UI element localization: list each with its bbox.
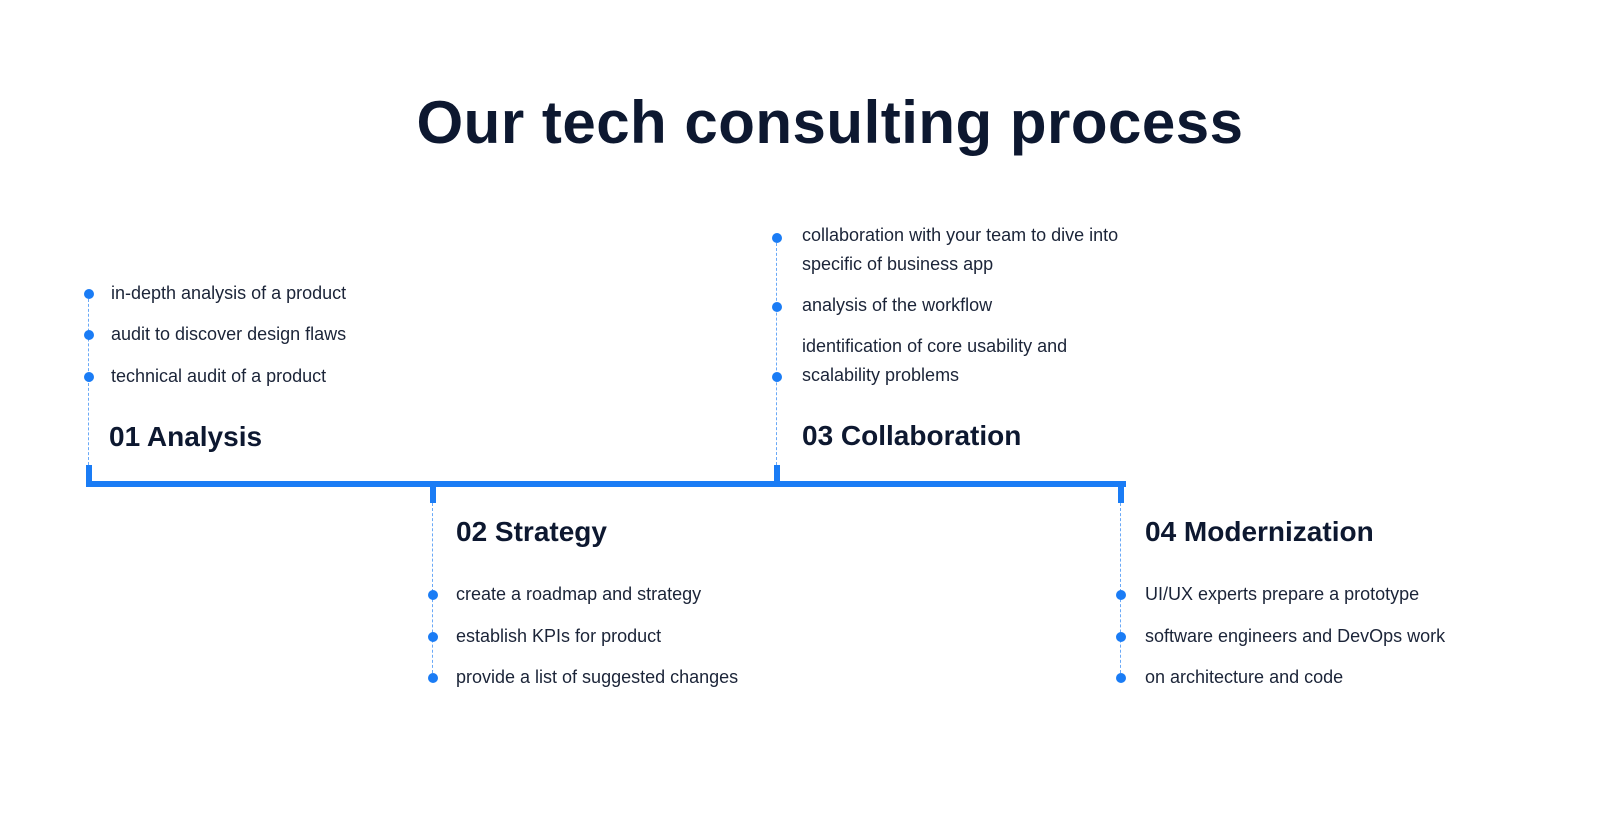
page-title: Our tech consulting process xyxy=(416,89,1244,156)
stage-connector xyxy=(776,238,777,465)
bullet-dot xyxy=(428,632,438,642)
list-item: create a roadmap and strategy xyxy=(456,584,702,604)
list-item: technical audit of a product xyxy=(111,366,327,386)
bullet-dot xyxy=(772,372,782,382)
stage-heading: 01 Analysis xyxy=(109,421,263,452)
timeline-tick-01 xyxy=(86,465,92,485)
list-item: in-depth analysis of a product xyxy=(111,283,347,303)
bullet-dot xyxy=(84,330,94,340)
bullet-dot xyxy=(1116,673,1126,683)
bullet-dot xyxy=(1116,632,1126,642)
bullet-dot xyxy=(772,302,782,312)
list-item: provide a list of suggested changes xyxy=(456,667,739,687)
timeline-line xyxy=(86,481,1126,487)
list-item: analysis of the workflow xyxy=(802,295,993,315)
timeline-tick-03 xyxy=(774,465,780,485)
list-item: identification of core usability and sca… xyxy=(802,336,1068,385)
list-item: collaboration with your team to dive int… xyxy=(802,225,1119,274)
list-item: on architecture and code xyxy=(1145,667,1344,687)
timeline-tick-02 xyxy=(430,484,436,503)
bullet-dot xyxy=(428,673,438,683)
bullet-dot xyxy=(1116,590,1126,600)
stage-heading: 03 Collaboration xyxy=(802,420,1022,451)
bullet-dot xyxy=(84,289,94,299)
bullet-dot xyxy=(772,233,782,243)
list-item: software engineers and DevOps work xyxy=(1145,626,1446,646)
stage-heading: 02 Strategy xyxy=(456,516,607,547)
list-item: establish KPIs for product xyxy=(456,626,662,646)
timeline-tick-04 xyxy=(1118,484,1124,503)
stage-heading: 04 Modernization xyxy=(1145,516,1374,547)
list-item: UI/UX experts prepare a prototype xyxy=(1145,584,1420,604)
bullet-dot xyxy=(428,590,438,600)
bullet-dot xyxy=(84,372,94,382)
list-item: audit to discover design flaws xyxy=(111,324,347,344)
